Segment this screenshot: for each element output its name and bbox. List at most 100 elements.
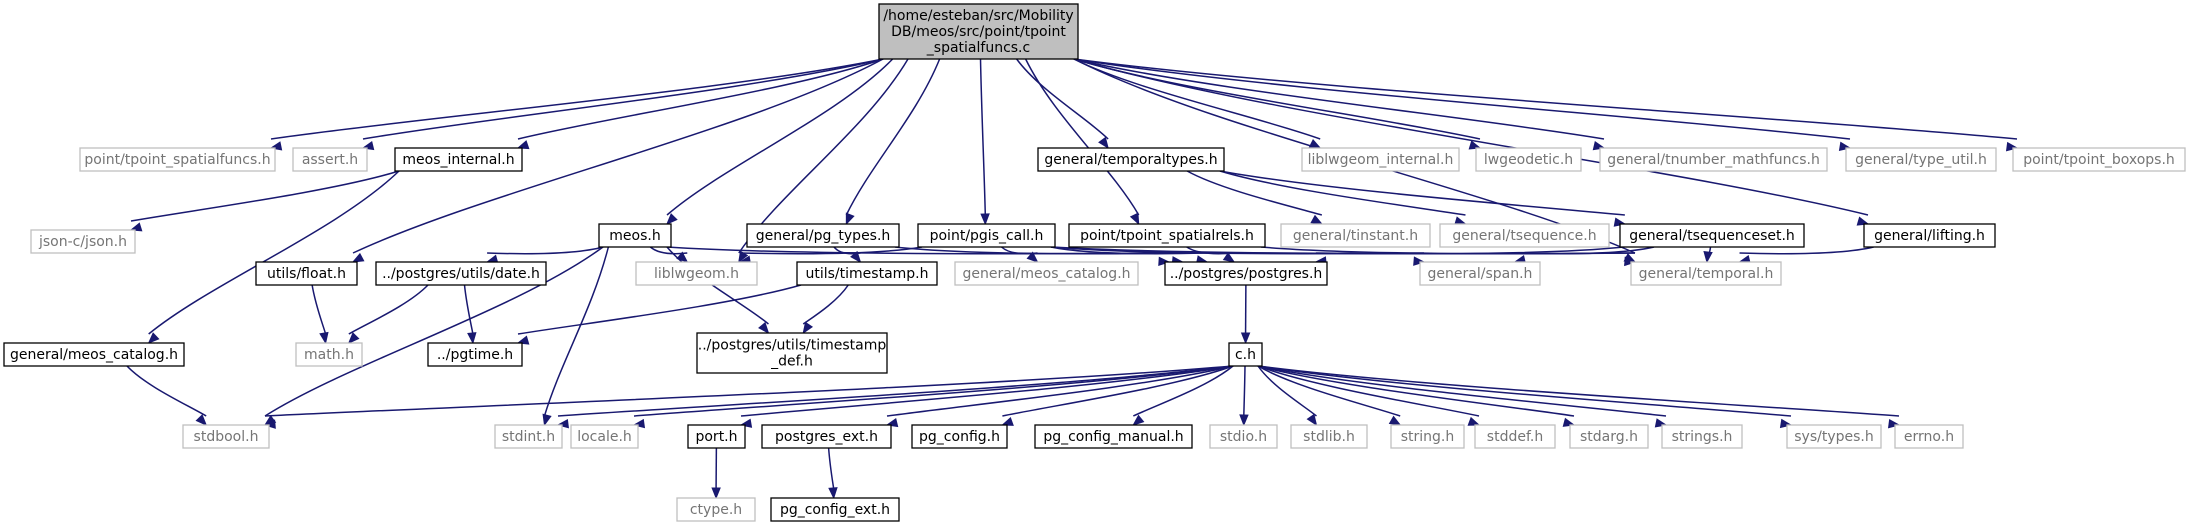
node-stdarg-h: stdarg.h bbox=[1569, 424, 1649, 449]
node-root[interactable]: /home/esteban/src/MobilityDB/meos/src/po… bbox=[878, 3, 1079, 60]
node-box bbox=[1630, 261, 1782, 286]
node-c-h[interactable]: c.h bbox=[1228, 342, 1263, 367]
node-temporal-h: general/temporal.h bbox=[1630, 261, 1782, 286]
node-box bbox=[1786, 424, 1882, 449]
edge-line bbox=[348, 284, 429, 335]
edge-pgis_call_h-to-meos_catalog_h2 bbox=[1001, 246, 1039, 263]
node-pg-types-h[interactable]: general/pg_types.h bbox=[746, 223, 900, 248]
node-box bbox=[1475, 147, 1582, 172]
node-box bbox=[917, 223, 1056, 248]
edge-root-to-pgis_call_h bbox=[979, 58, 990, 226]
edge-line bbox=[543, 246, 610, 417]
node-label: general/meos_catalog.h bbox=[962, 266, 1130, 282]
edge-arrowhead bbox=[1001, 416, 1014, 426]
node-timestamp-def-h[interactable]: ../postgres/utils/timestamp_def.h bbox=[696, 332, 888, 374]
edge-line bbox=[1073, 58, 1869, 216]
edge-date_h-to-math_h bbox=[347, 284, 429, 344]
node-label: ../postgres/postgres.h bbox=[1170, 266, 1323, 282]
node-label: general/meos_catalog.h bbox=[10, 347, 178, 363]
edge-arrowhead bbox=[351, 252, 365, 263]
node-meos-catalog-h2: general/meos_catalog.h bbox=[954, 261, 1139, 286]
node-box bbox=[3, 342, 185, 367]
node-box bbox=[1845, 147, 1997, 172]
node-box bbox=[1037, 147, 1225, 172]
edge-line bbox=[1186, 246, 1235, 255]
edge-c_h-to-stdbool_h bbox=[263, 365, 1234, 429]
edge-line bbox=[1257, 365, 1667, 417]
node-float-h[interactable]: utils/float.h bbox=[255, 261, 358, 286]
edge-pg_types_h-to-timestamp_h bbox=[833, 246, 862, 264]
node-label: pg_config_ext.h bbox=[780, 502, 890, 518]
edge-line bbox=[311, 284, 327, 335]
node-pg-config-manual-h[interactable]: pg_config_manual.h bbox=[1034, 424, 1193, 449]
node-box bbox=[494, 424, 563, 449]
edge-root-to-meos_internal_h bbox=[516, 58, 884, 150]
node-label: stdbool.h bbox=[194, 429, 259, 445]
node-errno-h: errno.h bbox=[1894, 424, 1964, 449]
edge-arrowhead bbox=[845, 212, 855, 226]
node-temporaltypes-h[interactable]: general/temporaltypes.h bbox=[1037, 147, 1225, 172]
edge-line bbox=[827, 447, 835, 490]
node-label: stdarg.h bbox=[1580, 429, 1638, 445]
edge-line bbox=[1514, 246, 1655, 255]
edge-arrowhead bbox=[1703, 251, 1713, 264]
edge-line bbox=[1257, 365, 1401, 417]
node-label: lwgeodetic.h bbox=[1484, 152, 1573, 168]
node-box bbox=[878, 3, 1079, 60]
edge-line bbox=[1257, 365, 1575, 417]
edge-line bbox=[270, 58, 884, 140]
edge-line bbox=[1219, 170, 1625, 216]
node-port-h[interactable]: port.h bbox=[687, 424, 746, 449]
node-box bbox=[295, 342, 363, 367]
edge-arrowhead bbox=[802, 321, 814, 335]
node-date-h[interactable]: ../postgres/utils/date.h bbox=[375, 261, 547, 286]
node-label: assert.h bbox=[302, 152, 358, 168]
node-tpoint-spatialrels-h[interactable]: point/tpoint_spatialrels.h bbox=[1068, 223, 1266, 248]
node-label: utils/float.h bbox=[267, 266, 346, 282]
edge-timestamp_h-to-pgtime_h bbox=[516, 284, 802, 345]
edge-line bbox=[649, 246, 688, 255]
node-label: utils/timestamp.h bbox=[806, 266, 929, 282]
edge-line bbox=[264, 365, 1234, 417]
node-box bbox=[30, 229, 136, 254]
edge-arrowhead bbox=[676, 251, 689, 263]
edge-line bbox=[126, 365, 207, 417]
node-label: ../postgres/utils/date.h bbox=[382, 266, 540, 282]
node-label: strings.h bbox=[1672, 429, 1733, 445]
edge-line bbox=[130, 170, 400, 222]
node-postgres-h[interactable]: ../postgres/postgres.h bbox=[1164, 261, 1328, 286]
edge-line bbox=[886, 365, 1234, 417]
node-meos-internal-h[interactable]: meos_internal.h bbox=[394, 147, 523, 172]
node-pg-config-h[interactable]: pg_config.h bbox=[911, 424, 1008, 449]
node-strings-h: strings.h bbox=[1661, 424, 1743, 449]
node-lifting-h[interactable]: general/lifting.h bbox=[1863, 223, 1996, 248]
edge-arrowhead bbox=[1624, 256, 1637, 266]
edge-arrowhead bbox=[666, 213, 678, 225]
node-meos-catalog-h[interactable]: general/meos_catalog.h bbox=[3, 342, 185, 367]
node-timestamp-h[interactable]: utils/timestamp.h bbox=[796, 261, 938, 286]
node-label: locale.h bbox=[577, 429, 632, 445]
node-box bbox=[635, 261, 758, 286]
node-label: point/pgis_call.h bbox=[930, 228, 1044, 244]
node-pg-config-ext-h[interactable]: pg_config_ext.h bbox=[770, 497, 900, 522]
node-pgis-call-h[interactable]: point/pgis_call.h bbox=[917, 223, 1056, 248]
node-box bbox=[255, 261, 358, 286]
edge-temporaltypes_h-to-tinstant_h bbox=[1186, 170, 1324, 225]
edge-line bbox=[1257, 365, 1480, 417]
edge-line bbox=[979, 58, 987, 216]
node-label: general/tsequenceset.h bbox=[1629, 228, 1795, 244]
node-tnumber-mathfuncs-h: general/tnumber_mathfuncs.h bbox=[1599, 147, 1828, 172]
edge-root-to-meos_h bbox=[666, 58, 894, 225]
edge-arrowhead bbox=[1129, 212, 1140, 226]
node-label: stdlib.h bbox=[1303, 429, 1355, 445]
node-tsequenceset-h[interactable]: general/tsequenceset.h bbox=[1619, 223, 1805, 248]
node-meos-h[interactable]: meos.h bbox=[598, 223, 672, 248]
node-pgtime-h[interactable]: ../pgtime.h bbox=[427, 342, 523, 367]
edge-arrowhead bbox=[1306, 413, 1318, 427]
edge-root-to-tpoint_spatialrels_h bbox=[1024, 58, 1140, 226]
node-box bbox=[1661, 424, 1743, 449]
node-box bbox=[1290, 424, 1368, 449]
edge-arrowhead bbox=[1467, 416, 1481, 426]
node-postgres-ext-h[interactable]: postgres_ext.h bbox=[761, 424, 892, 449]
edge-c_h-to-stdlib_h bbox=[1257, 365, 1318, 427]
